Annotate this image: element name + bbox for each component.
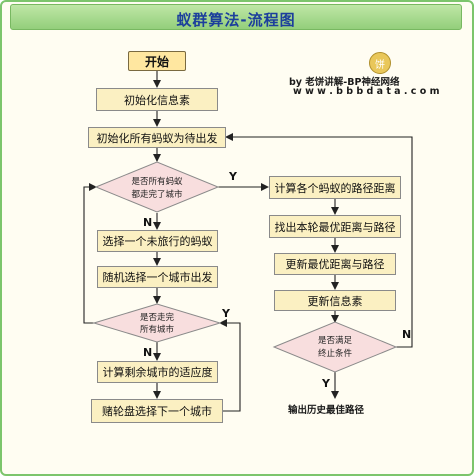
select-ant-node: 选择一个未旅行的蚂蚁: [97, 230, 218, 252]
decision3-text-line1: 是否满足: [318, 335, 353, 346]
label-decision1-yes: Y: [228, 170, 238, 183]
update-best-node: 更新最优距离与路径: [274, 253, 396, 275]
label-decision3-no: N: [402, 328, 411, 341]
random-city-node: 随机选择一个城市出发: [97, 266, 218, 288]
edge-decision2-yes: [83, 183, 97, 324]
init-pheromone-node: 初始化信息素: [96, 88, 218, 111]
edge-decision3-no: [225, 133, 413, 348]
init-ants-node: 初始化所有蚂蚁为待出发: [88, 127, 226, 148]
label-decision2-no: N: [143, 346, 152, 359]
update-pheromone-node: 更新信息素: [274, 290, 396, 311]
decision-stop-condition: [272, 321, 398, 373]
logo-badge: 饼: [369, 52, 391, 74]
calc-path-node: 计算各个蚂蚁的路径距离: [269, 176, 401, 199]
page-title: 蚁群算法-流程图: [176, 11, 296, 29]
label-decision1-no: N: [143, 216, 152, 229]
decision-all-cities-visited: [92, 303, 222, 343]
header-bar: 蚁群算法-流程图: [10, 4, 462, 30]
label-decision3-yes: Y: [321, 377, 331, 390]
decision1-text-line2: 都走完了城市: [131, 189, 183, 200]
start-node: 开始: [128, 51, 186, 71]
byline-author: by 老饼讲解-BP神经网络: [289, 77, 400, 88]
decision1-text-line1: 是否所有蚂蚁: [131, 176, 183, 187]
decision2-text-line2: 所有城市: [140, 324, 175, 335]
decision3-text-line2: 终止条件: [318, 348, 353, 359]
find-best-node: 找出本轮最优距离与路径: [269, 215, 401, 238]
decision2-text-line1: 是否走完: [140, 312, 175, 323]
edge-roulette-loop: [219, 319, 241, 412]
decision-all-ants-done: [94, 161, 220, 213]
output-text: 输出历史最佳路径: [288, 405, 365, 416]
calc-fitness-node: 计算剩余城市的适应度: [97, 361, 218, 383]
roulette-node: 赌轮盘选择下一个城市: [91, 399, 223, 423]
byline-url: w w w . b b b d a t a . c o m: [293, 86, 440, 97]
label-decision2-yes: Y: [221, 307, 231, 320]
